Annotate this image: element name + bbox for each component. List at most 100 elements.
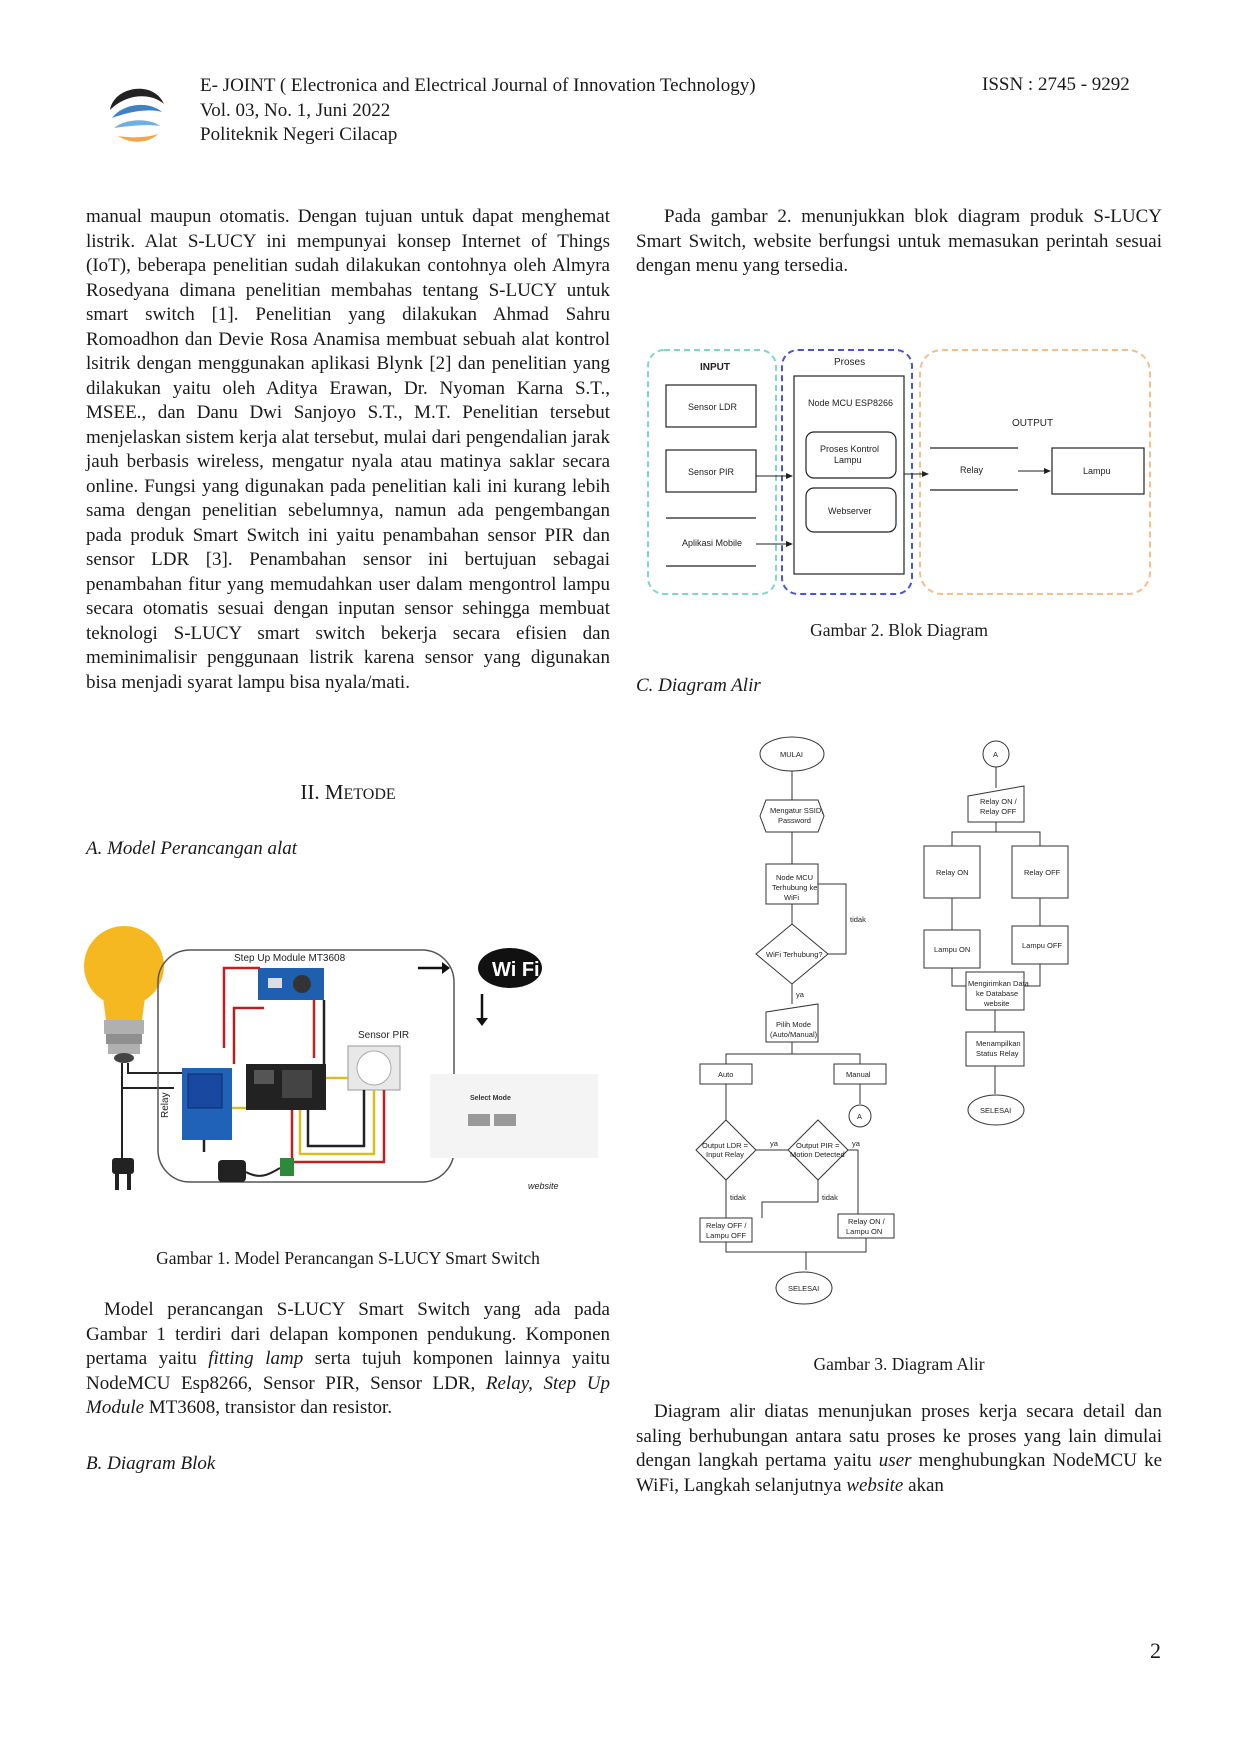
figure-2-caption: Gambar 2. Blok Diagram	[810, 620, 988, 640]
proses-kontrol-box	[805, 431, 897, 479]
node-mcu-label: Node MCU ESP8266	[808, 398, 893, 408]
relay-on-label-1: Relay ON /	[848, 1217, 886, 1226]
journal-logo	[107, 81, 167, 147]
step-up-module-image	[258, 968, 324, 1000]
journal-title: E- JOINT ( Electronica and Electrical Jo…	[200, 75, 756, 96]
section-title-metode: II. METODE	[300, 780, 396, 804]
aplikasi-mobile-label: Aplikasi Mobile	[682, 538, 742, 548]
website-screenshot-image: Select Mode	[430, 1074, 598, 1158]
proses-title: Proses	[834, 357, 865, 368]
journal-volume: Vol. 03, No. 1, Juni 2022	[200, 99, 391, 121]
relay-off-box-label: Relay OFF	[1024, 868, 1061, 877]
webserver-box	[805, 487, 897, 533]
mulai-label: MULAI	[780, 750, 803, 759]
page-number: 2	[1150, 1638, 1161, 1663]
tampil-label-2: Status Relay	[976, 1049, 1019, 1058]
proses-kontrol-label-2: Lampu	[834, 455, 862, 465]
ssid-step	[759, 799, 825, 833]
pilih-mode-step	[765, 1003, 819, 1043]
ssid-label-2: Password	[778, 816, 811, 825]
connector-a-top-label: A	[993, 750, 998, 759]
tidak-label-1: tidak	[850, 915, 866, 924]
sensor-pir-label: Sensor PIR	[358, 1030, 409, 1041]
alir-paragraph: Diagram alir diatas menunjukan proses ke…	[636, 1401, 1163, 1496]
nodemcu-board-image	[246, 1064, 326, 1110]
sensor-ldr-box	[665, 384, 757, 428]
figure-3-flowchart: MULAI Mengatur SSID, Password Node MCU T…	[695, 736, 1069, 1305]
sensor-pir-box	[665, 449, 757, 493]
relay-onoff-step	[967, 785, 1025, 823]
wifi-logo-image: Wi Fi	[478, 948, 542, 988]
subsection-b: B. Diagram Blok	[86, 1453, 216, 1474]
kirim-label-1: Mengirimkan Data	[968, 979, 1030, 988]
figure-1-model: Step Up Module MT3608 Relay Sensor PIR	[84, 926, 598, 1191]
left-intro-text: manual maupun otomatis. Dengan tujuan un…	[86, 205, 610, 695]
relay-on-label-2: Lampu ON	[846, 1227, 882, 1236]
kirim-label-2: ke Database	[976, 989, 1018, 998]
manual-label: Manual	[846, 1070, 871, 1079]
wifi-text: Wi Fi	[492, 959, 540, 981]
subsection-c: C. Diagram Alir	[636, 675, 761, 696]
right-alir-text: Diagram alir diatas menunjukan proses ke…	[636, 1400, 1162, 1498]
webserver-label: Webserver	[828, 506, 871, 516]
auto-label: Auto	[718, 1070, 733, 1079]
lampu-box	[1051, 447, 1145, 495]
website-label: website	[528, 1181, 559, 1191]
output-group	[919, 349, 1151, 595]
selesai-terminal-left	[775, 1271, 833, 1305]
kirim-label-3: website	[983, 999, 1009, 1008]
journal-publisher: Politeknik Negeri Cilacap	[200, 124, 398, 145]
step-up-label: Step Up Module MT3608	[234, 953, 346, 964]
blok-paragraph: Pada gambar 2. menunjukkan blok diagram …	[636, 206, 1162, 276]
left-model-text: Model perancangan S-LUCY Smart Switch ya…	[86, 1298, 610, 1421]
tidak-label-2: tidak	[730, 1193, 746, 1202]
node-label-2: Terhubung ke	[772, 883, 817, 892]
connector-a-bottom-label: A	[857, 1112, 862, 1121]
ya-label-1: ya	[796, 990, 805, 999]
figure-2-block-diagram: INPUT Proses OUTPUT Sensor LDR Sensor PI…	[647, 349, 1151, 595]
page-header: E- JOINT ( Electronica and Electrical Jo…	[0, 0, 1240, 160]
select-mode-label: Select Mode	[470, 1095, 511, 1102]
sensor-ldr-label: Sensor LDR	[688, 402, 738, 412]
journal-info: E- JOINT ( Electronica and Electrical Jo…	[200, 74, 756, 148]
wifi-question-label: WiFi Terhubung?	[766, 950, 823, 959]
figure-3-caption: Gambar 3. Diagram Alir	[813, 1354, 985, 1374]
relay-on-box-label: Relay ON	[936, 868, 969, 877]
tampil-label-1: Menampilkan	[976, 1039, 1021, 1048]
input-group	[647, 349, 777, 595]
lampu-label: Lampu	[1083, 466, 1111, 476]
power-adapter-image	[218, 1158, 294, 1182]
ya-label-2: ya	[770, 1139, 779, 1148]
pir-sensor-image	[347, 1045, 401, 1091]
proses-kontrol-label-1: Proses Kontrol	[820, 444, 879, 454]
selesai-terminal-right	[967, 1094, 1025, 1126]
proses-group	[781, 349, 913, 595]
pir-label-2: Motion Detected	[790, 1150, 845, 1159]
right-blok-text: Pada gambar 2. menunjukkan blok diagram …	[636, 205, 1162, 279]
relay-off-label-2: Lampu OFF	[706, 1231, 746, 1240]
issn: ISSN : 2745 - 9292	[982, 74, 1130, 95]
node-mcu-box	[793, 375, 905, 575]
lampu-on-label: Lampu ON	[934, 945, 970, 954]
subsection-a: A. Model Perancangan alat	[86, 838, 298, 859]
node-label-3: WiFi	[784, 893, 799, 902]
node-label-1: Node MCU	[776, 873, 813, 882]
lampu-off-label: Lampu OFF	[1022, 941, 1062, 950]
selesai-label-left: SELESAI	[788, 1284, 819, 1293]
figure-1-caption: Gambar 1. Model Perancangan S-LUCY Smart…	[156, 1248, 540, 1268]
relay-off-label-1: Relay OFF /	[706, 1221, 747, 1230]
model-paragraph: Model perancangan S-LUCY Smart Switch ya…	[86, 1299, 611, 1418]
ldr-label-2: Input Relay	[706, 1150, 744, 1159]
relay-onoff-label-1: Relay ON /	[980, 797, 1018, 806]
intro-paragraph: manual maupun otomatis. Dengan tujuan un…	[86, 206, 610, 693]
connector-a-bottom	[848, 1104, 872, 1128]
pilih-label-2: (Auto/Manual)	[770, 1030, 818, 1039]
selesai-label-right: SELESAI	[980, 1106, 1011, 1115]
relay-label: Relay	[160, 1092, 171, 1118]
sensor-pir-label-block: Sensor PIR	[688, 467, 735, 477]
relay-module-image	[182, 1068, 232, 1140]
tidak-label-3: tidak	[822, 1193, 838, 1202]
ya-label-3: ya	[852, 1139, 861, 1148]
ssid-label-1: Mengatur SSID,	[770, 806, 823, 815]
relay-onoff-label-2: Relay OFF	[980, 807, 1017, 816]
